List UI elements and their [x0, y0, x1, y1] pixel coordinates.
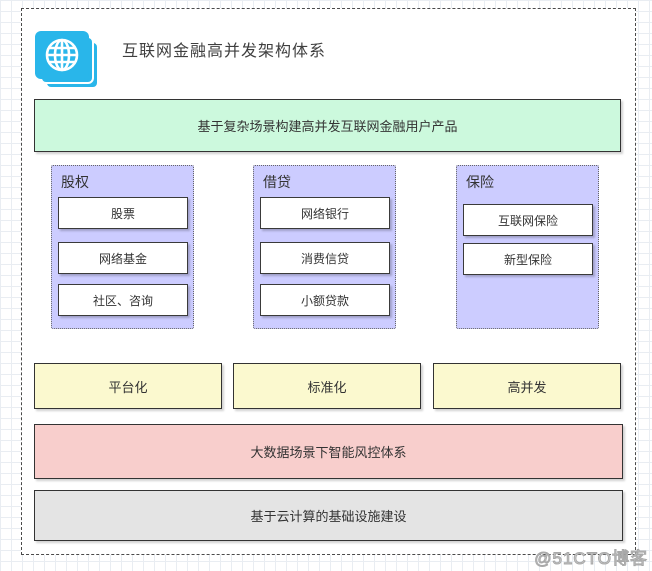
group-lending-item: 消费信贷: [260, 242, 390, 274]
globe-stack-layer-front: [35, 31, 89, 79]
group-insurance-item: 互联网保险: [463, 204, 593, 236]
watermark: @51CTO博客: [534, 549, 648, 569]
group-lending: 借贷 网络银行 消费信贷 小额贷款: [253, 165, 396, 329]
group-equity: 股权 股票 网络基金 社区、咨询: [51, 165, 194, 329]
group-insurance-item: 新型保险: [463, 243, 593, 275]
group-insurance: 保险 互联网保险 新型保险: [456, 165, 599, 329]
group-lending-item: 小额贷款: [260, 284, 390, 316]
diagram-canvas: 互联网金融高并发架构体系 基于复杂场景构建高并发互联网金融用户产品 股权 股票 …: [21, 8, 636, 555]
capability-platform: 平台化: [34, 363, 222, 409]
group-lending-title: 借贷: [263, 174, 291, 190]
group-equity-item: 社区、咨询: [58, 284, 188, 316]
risk-banner: 大数据场景下智能风控体系: [34, 424, 623, 479]
group-equity-item: 网络基金: [58, 242, 188, 274]
globe-stack-icon: [35, 31, 99, 89]
globe-glyph: [45, 38, 79, 72]
group-equity-title: 股权: [61, 174, 89, 190]
product-banner: 基于复杂场景构建高并发互联网金融用户产品: [34, 99, 621, 152]
page-title: 互联网金融高并发架构体系: [122, 43, 327, 60]
group-insurance-title: 保险: [466, 174, 494, 190]
capability-concurrency: 高并发: [433, 363, 621, 409]
group-equity-item: 股票: [58, 197, 188, 229]
infra-banner: 基于云计算的基础设施建设: [34, 490, 623, 541]
capability-standard: 标准化: [233, 363, 421, 409]
group-lending-item: 网络银行: [260, 197, 390, 229]
